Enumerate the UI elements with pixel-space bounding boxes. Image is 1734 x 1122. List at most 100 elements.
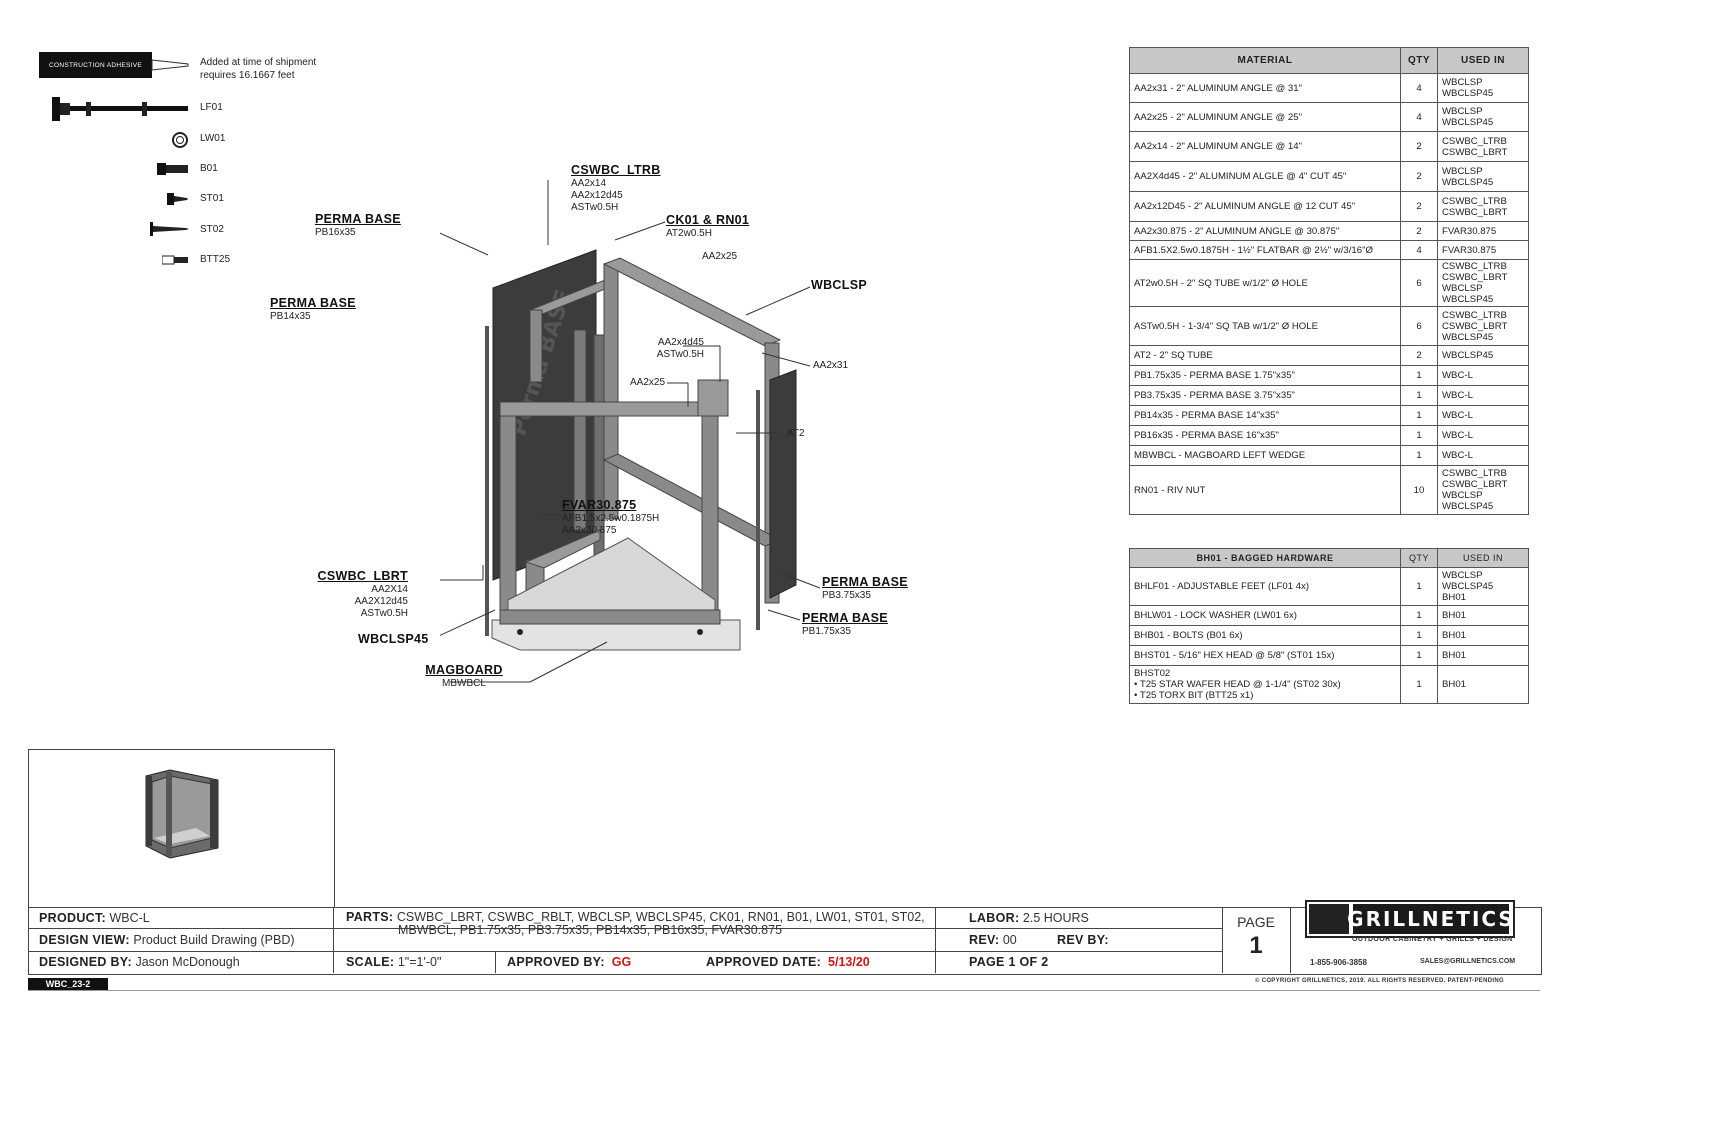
- labor-field: LABOR: 2.5 HOURS: [969, 911, 1089, 925]
- used-in-item: WBCLSP45: [1442, 350, 1494, 361]
- hardware-line: BHST01 - 5/16" HEX HEAD @ 5/8" (ST01 15x…: [1134, 650, 1335, 661]
- hardware-cell: BHLF01 - ADJUSTABLE FEET (LF01 4x): [1129, 567, 1401, 606]
- material-cell: RN01 - RIV NUT: [1129, 465, 1401, 515]
- used-in-item: CSWBC_LTRB: [1442, 309, 1507, 321]
- used-in-cell: BH01: [1437, 625, 1529, 646]
- qty-cell: 1: [1400, 425, 1438, 446]
- callout-wbclsp: WBCLSP: [811, 278, 867, 292]
- material-cell: AA2x14 - 2" ALUMINUM ANGLE @ 14": [1129, 131, 1401, 162]
- construction-adhesive-icon: CONSTRUCTION ADHESIVE: [39, 52, 152, 78]
- thumbnail-view-frame: [28, 749, 335, 908]
- hw-code-st02: ST02: [200, 224, 224, 235]
- used-in-cell: WBC-L: [1437, 445, 1529, 466]
- used-in-item: WBC-L: [1442, 450, 1473, 461]
- used-in-item: WBC-L: [1442, 410, 1473, 421]
- leveling-foot-icon: [52, 97, 188, 121]
- hardware-line: BHLF01 - ADJUSTABLE FEET (LF01 4x): [1134, 581, 1310, 592]
- used-in-item: WBC-L: [1442, 390, 1473, 401]
- qty-cell: 6: [1400, 306, 1438, 346]
- used-in-item: BH01: [1442, 592, 1466, 603]
- hw-code-lw01: LW01: [200, 133, 226, 144]
- material-cell: AFB1.5X2.5w0.1875H - 1½" FLATBAR @ 2½" w…: [1129, 240, 1401, 260]
- material-cell: MBWBCL - MAGBOARD LEFT WEDGE: [1129, 445, 1401, 466]
- callout-astw05h: ASTw0.5H: [656, 349, 704, 360]
- qty-cell: 2: [1400, 191, 1438, 222]
- qty-cell: 1: [1400, 625, 1438, 646]
- torx-bit-icon: [162, 255, 188, 265]
- bolt-icon: [157, 163, 188, 175]
- header-qty: QTY: [1400, 47, 1438, 74]
- callout-aa2x25-top: AA2x25: [702, 251, 738, 262]
- used-in-item: CSWBC_LBRT: [1442, 272, 1508, 283]
- hw-code-lf01: LF01: [200, 102, 223, 113]
- product-thumbnail: [145, 769, 219, 859]
- material-cell: ASTw0.5H - 1-3/4" SQ TAB w/1/2" Ø HOLE: [1129, 306, 1401, 346]
- lock-washer-icon: [172, 132, 188, 148]
- hardware-line: BHB01 - BOLTS (B01 6x): [1134, 630, 1243, 641]
- table-row: BHB01 - BOLTS (B01 6x) 1 BH01: [1129, 625, 1529, 646]
- used-in-item: WBC-L: [1442, 430, 1473, 441]
- table-row: AA2x12D45 - 2" ALUMINUM ANGLE @ 12 CUT 4…: [1129, 191, 1529, 222]
- used-in-item: BH01: [1442, 630, 1466, 641]
- table-row: BHST02• T25 STAR WAFER HEAD @ 1-1/4" (ST…: [1129, 665, 1529, 704]
- qty-cell: 4: [1400, 102, 1438, 132]
- used-in-item: CSWBC_LBRT: [1442, 146, 1508, 158]
- callout-aa2x31: AA2x31: [813, 360, 849, 371]
- material-cell: AA2X4d45 - 2" ALUMINUM ALGLE @ 4" CUT 45…: [1129, 161, 1401, 192]
- table-row: AFB1.5X2.5w0.1875H - 1½" FLATBAR @ 2½" w…: [1129, 240, 1529, 260]
- hardware-cell: BHST01 - 5/16" HEX HEAD @ 5/8" (ST01 15x…: [1129, 645, 1401, 666]
- used-in-item: WBCLSP45: [1442, 331, 1494, 343]
- used-in-item: BH01: [1442, 610, 1466, 621]
- used-in-item: WBCLSP45: [1442, 88, 1494, 99]
- scale-field: SCALE: 1"=1'-0": [346, 955, 442, 969]
- hw-code-st01: ST01: [200, 193, 224, 204]
- used-in-item: WBCLSP45: [1442, 176, 1494, 188]
- used-in-item: FVAR30.875: [1442, 225, 1497, 237]
- used-in-item: BH01: [1442, 650, 1466, 661]
- hardware-cell: BHLW01 - LOCK WASHER (LW01 6x): [1129, 605, 1401, 626]
- brand-logo: GRILLNETICS: [1305, 900, 1515, 938]
- callout-perma-base-175: PERMA BASE PB1.75x35: [802, 611, 888, 637]
- page-of-field: PAGE 1 OF 2: [969, 955, 1049, 969]
- callout-perma-base-16: PERMA BASE PB16x35: [315, 212, 401, 238]
- used-in-item: WBCLSP45: [1442, 117, 1494, 128]
- used-in-cell: WBC-L: [1437, 385, 1529, 406]
- material-cell: AA2x31 - 2" ALUMINUM ANGLE @ 31": [1129, 73, 1401, 103]
- adhesive-note-line2: requires 16.1667 feet: [200, 70, 295, 81]
- callout-magboard: MAGBOARD MBWBCL: [425, 663, 503, 689]
- hex-screw-icon: [167, 193, 188, 205]
- used-in-item: WBCLSP45: [1442, 581, 1494, 592]
- qty-cell: 6: [1400, 259, 1438, 307]
- used-in-cell: WBC-L: [1437, 405, 1529, 426]
- hardware-line: BHLW01 - LOCK WASHER (LW01 6x): [1134, 610, 1297, 621]
- callout-aa2x25-mid: AA2x25: [630, 377, 666, 388]
- callout-wbclsp45: WBCLSP45: [358, 632, 429, 646]
- hw-code-btt25: BTT25: [200, 254, 231, 265]
- hardware-line: • T25 TORX BIT (BTT25 x1): [1134, 690, 1254, 701]
- table-row: AA2X4d45 - 2" ALUMINUM ALGLE @ 4" CUT 45…: [1129, 161, 1529, 192]
- hardware-table-header: BH01 - BAGGED HARDWARE QTY USED IN: [1129, 548, 1529, 568]
- header-hw-qty: QTY: [1400, 548, 1438, 568]
- product-field: PRODUCT: WBC-L: [39, 911, 150, 925]
- hardware-line: BHST02: [1134, 668, 1171, 679]
- qty-cell: 1: [1400, 385, 1438, 406]
- qty-cell: 4: [1400, 240, 1438, 260]
- rev-field: REV: 00: [969, 933, 1017, 947]
- hardware-cell: BHB01 - BOLTS (B01 6x): [1129, 625, 1401, 646]
- used-in-item: WBCLSP: [1442, 77, 1483, 88]
- callout-cswbc-lbrt: CSWBC_LBRT AA2X14 AA2X12d45 ASTw0.5H: [317, 569, 409, 619]
- used-in-cell: WBCLSP45: [1437, 345, 1529, 366]
- copyright-notice: © COPYRIGHT GRILLNETICS, 2019. ALL RIGHT…: [1255, 978, 1504, 984]
- hw-code-b01: B01: [200, 163, 218, 174]
